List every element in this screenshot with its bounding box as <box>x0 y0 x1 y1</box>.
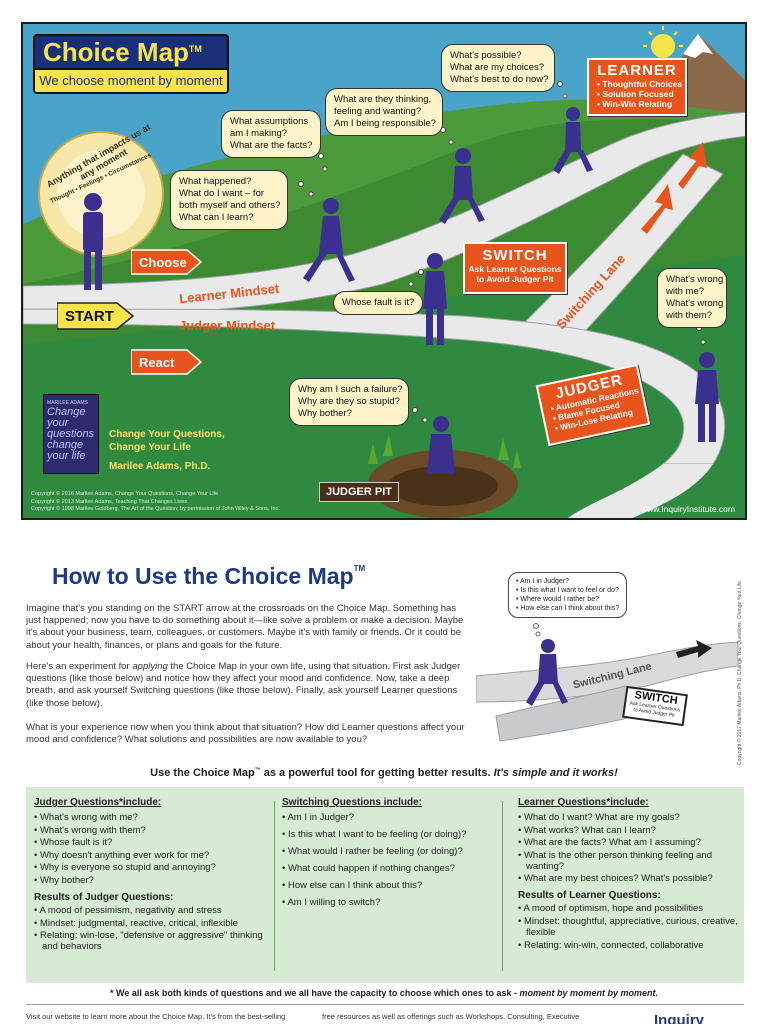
list-item: What are my best choices? What's possibl… <box>518 873 738 884</box>
list-item: What's wrong with me? <box>34 812 272 823</box>
impact-circle-text: Anything that impacts us at any moment T… <box>44 121 153 206</box>
start-arrow-sign: START <box>57 300 135 332</box>
list-item: Am I in Judger? <box>282 812 500 823</box>
switching-questions-heading: Switching Questions include: <box>282 797 423 808</box>
learner-questions-heading: Learner Questions*include: <box>518 797 649 808</box>
howto-paragraph-1: Imagine that's you standing on the START… <box>26 603 464 651</box>
learner-results-heading: Results of Learner Questions: <box>518 890 661 902</box>
choice-map-illustration: Choice MapTM We choose moment by moment … <box>21 22 747 520</box>
judger-results-heading: Results of Judger Questions: <box>34 891 174 903</box>
list-item: Am I willing to switch? <box>282 897 500 908</box>
map-copyright: Copyright © 2016 Marilee Adams, Change Y… <box>31 491 280 512</box>
list-item: Why is everyone so stupid and annoying? <box>34 862 272 873</box>
list-item: Relating: win-win, connected, collaborat… <box>518 940 738 951</box>
footer-text-right: free resources as well as offerings such… <box>322 1012 580 1021</box>
judger-questions-list: What's wrong with me? What's wrong with … <box>34 812 272 886</box>
judger-questions-column: Judger Questions*include: What's wrong w… <box>34 797 272 954</box>
switching-questions-list: Am I in Judger? Is this what I want to b… <box>282 812 500 908</box>
list-item: Mindset: thoughtful, appreciative, curio… <box>518 916 738 938</box>
thought-bubble-fault: Whose fault is it? <box>333 291 424 315</box>
learner-results-list: A mood of optimism, hope and possibiliti… <box>518 903 738 950</box>
footer-divider <box>26 1004 744 1005</box>
mini-thought-bubble: • Am I in Judger? • Is this what I want … <box>508 572 628 618</box>
start-arrow-shape <box>57 302 135 330</box>
list-item: How else can I think about this? <box>282 880 500 891</box>
list-item: Why bother? <box>34 875 272 886</box>
column-divider <box>274 801 275 971</box>
choose-arrow-sign: Choose <box>131 248 203 276</box>
react-arrow-shape <box>131 349 203 375</box>
list-item: What's wrong with them? <box>34 825 272 836</box>
list-item: What works? What can I learn? <box>518 825 738 836</box>
switching-questions-column: Switching Questions include: Am I in Jud… <box>282 797 500 914</box>
footnote: * We all ask both kinds of questions and… <box>110 988 658 998</box>
thought-bubble-thinking: What are they thinking,feeling and wanti… <box>325 88 443 136</box>
howto-paragraph-3: What is your experience now when you thi… <box>26 722 465 746</box>
judger-pit-sign: JUDGER PIT <box>319 482 400 502</box>
switching-lane-diagram: • Am I in Judger? • Is this what I want … <box>476 566 738 746</box>
inquiry-logo: Inquiry <box>654 1012 705 1024</box>
howto-paragraph-2: Here's an experiment for applying the Ch… <box>26 661 461 709</box>
list-item: Why doesn't anything ever work for me? <box>34 850 272 861</box>
tagline: Use the Choice Map™ as a powerful tool f… <box>150 767 618 779</box>
choice-map-title: Choice MapTM <box>33 34 229 70</box>
choice-map-title-box: Choice MapTM We choose moment by moment <box>33 34 229 96</box>
learner-questions-column: Learner Questions*include: What do I wan… <box>518 797 738 952</box>
side-copyright: Copyright © 2017 Marilee Adams, Ph.D. Ch… <box>737 580 743 765</box>
book-cover: MARILEE ADAMS Change your questions chan… <box>43 394 99 474</box>
thought-bubble-possible: What's possible?What are my choices?What… <box>441 44 555 92</box>
learner-sign: LEARNER • Thoughtful Choices • Solution … <box>587 58 687 116</box>
list-item: What is the other person thinking feelin… <box>518 850 738 872</box>
list-item: Mindset: judgmental, reactive, critical,… <box>34 918 272 929</box>
list-item: What could happen if nothing changes? <box>282 863 500 874</box>
judger-mindset-label: Judger Mindset <box>179 318 276 333</box>
list-item: A mood of optimism, hope and possibiliti… <box>518 903 738 914</box>
judger-questions-heading: Judger Questions*include: <box>34 797 162 808</box>
questions-box: Judger Questions*include: What's wrong w… <box>26 787 744 983</box>
list-item: A mood of pessimism, negativity and stre… <box>34 905 272 916</box>
list-item: What would I rather be feeling (or doing… <box>282 846 500 857</box>
switch-sign: SWITCH Ask Learner Questions to Avoid Ju… <box>463 242 567 294</box>
learner-questions-list: What do I want? What are my goals? What … <box>518 812 738 884</box>
react-arrow-sign: React <box>131 348 203 376</box>
column-divider <box>502 801 503 971</box>
choice-map-subtitle: We choose moment by moment <box>33 70 229 94</box>
judger-results-list: A mood of pessimism, negativity and stre… <box>34 905 272 952</box>
book-caption: Change Your Questions, Change Your Life … <box>109 429 225 472</box>
list-item: Is this what I want to be feeling (or do… <box>282 829 500 840</box>
website-link[interactable]: www.InquiryInstitute.com <box>640 504 735 514</box>
list-item: What do I want? What are my goals? <box>518 812 738 823</box>
list-item: Relating: win-lose, "defensive or aggres… <box>34 930 272 952</box>
footer-text-left: Visit our website to learn more about th… <box>26 1012 286 1021</box>
thought-bubble-failure: Why am I such a failure?Why are they so … <box>289 378 409 426</box>
list-item: What are the facts? What am I assuming? <box>518 837 738 848</box>
choose-arrow-shape <box>131 249 203 275</box>
list-item: Whose fault is it? <box>34 837 272 848</box>
howto-title: How to Use the Choice MapTM <box>52 563 366 589</box>
